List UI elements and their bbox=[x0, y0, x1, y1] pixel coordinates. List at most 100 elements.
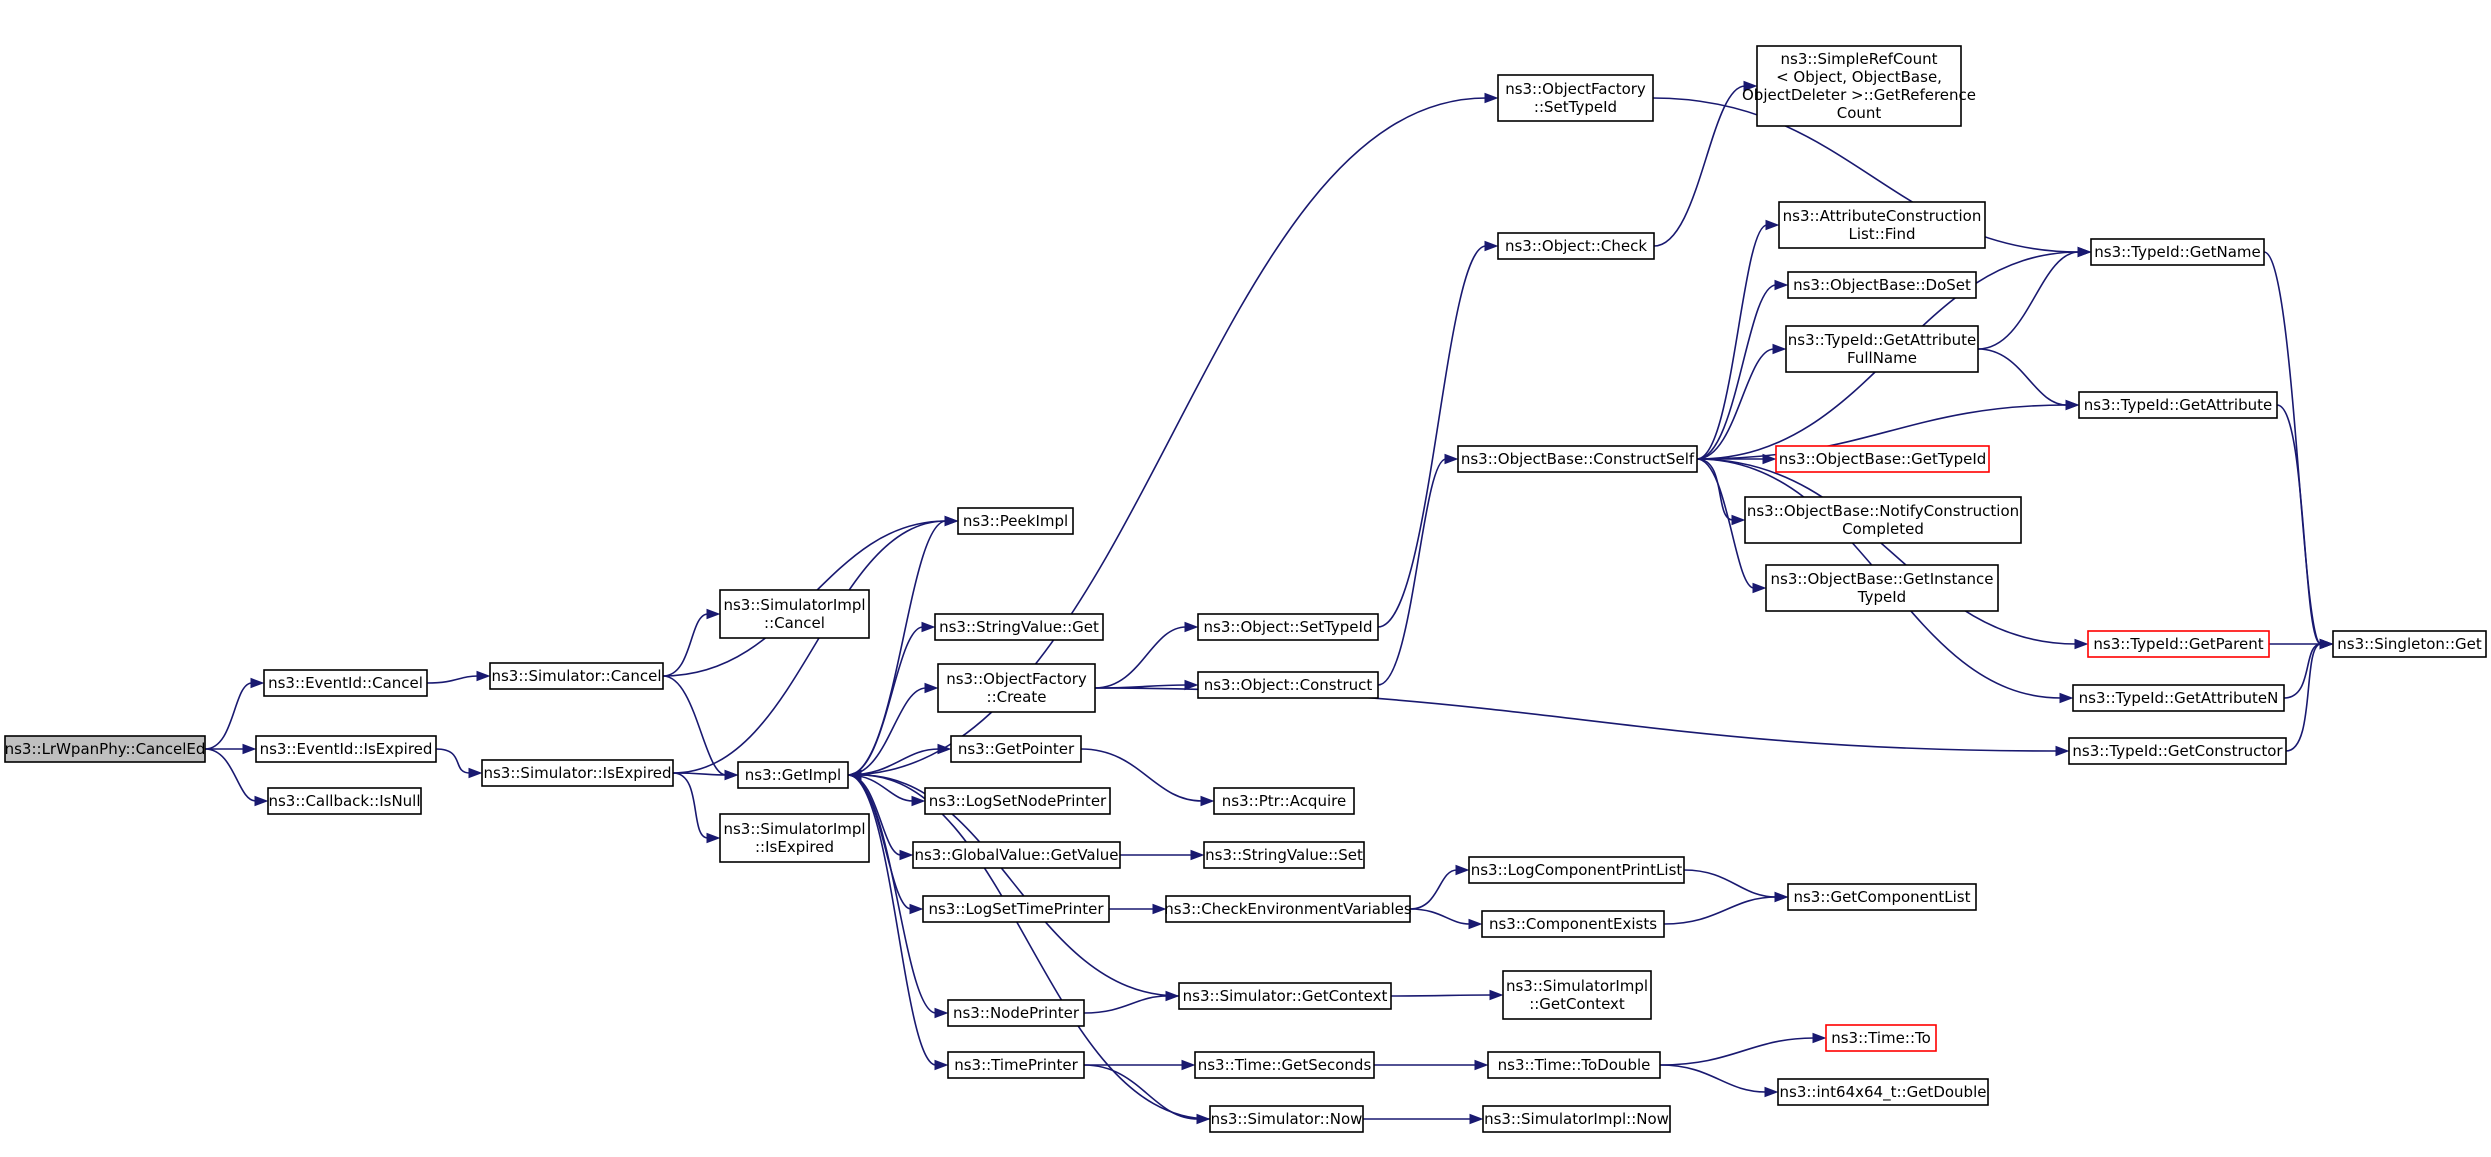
edge-n1-to-n4 bbox=[426, 670, 491, 684]
graph-node-n21[interactable]: ns3::Ptr::Acquire bbox=[1213, 787, 1355, 815]
graph-node-n11[interactable]: ns3::ObjectFactory::Create bbox=[937, 663, 1096, 713]
node-label-line: ::Create bbox=[987, 688, 1047, 706]
node-label-line: ns3::Simulator::IsExpired bbox=[483, 764, 671, 782]
node-label-line: ns3::SimulatorImpl::Now bbox=[1484, 1110, 1669, 1128]
graph-node-n48[interactable]: ns3::TypeId::GetConstructor bbox=[2068, 737, 2287, 765]
node-box bbox=[1787, 883, 1977, 911]
graph-node-n18[interactable]: ns3::ObjectFactory::SetTypeId bbox=[1497, 74, 1654, 122]
node-layer: ns3::LrWpanPhy::CancelEd ns3::EventId::Ca… bbox=[4, 45, 2487, 1133]
graph-node-n17[interactable]: ns3::TimePrinter bbox=[947, 1051, 1085, 1079]
edge-arrowhead bbox=[2077, 246, 2092, 258]
node-label-line: ns3::GetPointer bbox=[958, 740, 1075, 758]
edge-n4-to-n7 bbox=[662, 675, 739, 781]
graph-node-n15[interactable]: ns3::LogSetTimePrinter bbox=[922, 895, 1110, 923]
edge-line bbox=[1696, 404, 2068, 460]
graph-node-n6[interactable]: ns3::SimulatorImpl::Cancel bbox=[719, 589, 870, 639]
graph-node-n33[interactable]: ns3::SimulatorImpl::Now bbox=[1482, 1105, 1671, 1133]
graph-node-n22[interactable]: ns3::StringValue::Set bbox=[1203, 841, 1365, 869]
graph-node-n7[interactable]: ns3::GetImpl bbox=[737, 761, 849, 789]
node-label-line: ns3::TypeId::GetAttribute bbox=[1788, 331, 1976, 349]
node-label-line: ns3::StringValue::Set bbox=[1205, 846, 1363, 864]
graph-node-n45[interactable]: ns3::TypeId::GetAttribute bbox=[2078, 391, 2278, 419]
graph-node-n3[interactable]: ns3::Callback::IsNull bbox=[267, 787, 422, 815]
node-label-line: ns3::Object::SetTypeId bbox=[1204, 618, 1373, 636]
graph-node-n9[interactable]: ns3::PeekImpl bbox=[957, 507, 1074, 535]
graph-node-n5[interactable]: ns3::Simulator::IsExpired bbox=[481, 759, 674, 787]
edge-line bbox=[1696, 458, 1734, 521]
edge-line bbox=[672, 520, 947, 774]
graph-node-n28[interactable]: ns3::ObjectBase::ConstructSelf bbox=[1457, 445, 1698, 473]
graph-node-n25[interactable]: ns3::Time::GetSeconds bbox=[1194, 1051, 1375, 1079]
graph-node-n38[interactable]: ns3::ObjectBase::GetTypeId bbox=[1775, 445, 1990, 473]
edge-n28-to-n40 bbox=[1696, 458, 1767, 594]
graph-node-n29[interactable]: ns3::LogComponentPrintList bbox=[1468, 856, 1685, 884]
graph-node-n10[interactable]: ns3::StringValue::Get bbox=[934, 613, 1104, 641]
graph-node-n14[interactable]: ns3::GlobalValue::GetValue bbox=[912, 841, 1121, 869]
edge-n30-to-n41 bbox=[1663, 891, 1789, 925]
edge-arrowhead bbox=[1152, 903, 1167, 915]
node-label-line: ns3::ObjectBase::GetInstance bbox=[1771, 570, 1994, 588]
node-label-line: ns3::CheckEnvironmentVariables bbox=[1164, 900, 1412, 918]
graph-node-n19[interactable]: ns3::Object::SetTypeId bbox=[1197, 613, 1379, 641]
edge-line bbox=[847, 520, 947, 776]
graph-node-n2[interactable]: ns3::EventId::IsExpired bbox=[255, 735, 437, 763]
node-label-line: ns3::TypeId::GetConstructor bbox=[2072, 742, 2283, 760]
edge-arrowhead bbox=[1489, 989, 1504, 1001]
node-label-line: ns3::GetComponentList bbox=[1793, 888, 1970, 906]
graph-node-n8[interactable]: ns3::SimulatorImpl::IsExpired bbox=[719, 813, 870, 863]
node-box bbox=[2072, 684, 2285, 712]
edge-arrowhead bbox=[1774, 279, 1789, 291]
graph-node-n44[interactable]: ns3::TypeId::GetName bbox=[2090, 238, 2265, 266]
graph-node-n49[interactable]: ns3::Singleton::Get bbox=[2332, 630, 2487, 658]
graph-node-n4[interactable]: ns3::Simulator::Cancel bbox=[489, 662, 664, 690]
node-box bbox=[255, 735, 437, 763]
node-label-line: ns3::Callback::IsNull bbox=[268, 792, 420, 810]
edge-n17-to-n25 bbox=[1084, 1059, 1196, 1071]
graph-node-n32[interactable]: ns3::Time::ToDouble bbox=[1487, 1051, 1661, 1079]
node-label-line: ns3::Simulator::Now bbox=[1211, 1110, 1363, 1128]
edge-n28-to-n37 bbox=[1696, 343, 1787, 460]
graph-node-n30[interactable]: ns3::ComponentExists bbox=[1481, 910, 1665, 938]
graph-node-n36[interactable]: ns3::ObjectBase::DoSet bbox=[1787, 271, 1977, 299]
graph-node-n1[interactable]: ns3::EventId::Cancel bbox=[263, 669, 428, 697]
edge-n15-to-n23 bbox=[1108, 903, 1167, 915]
node-label-line: ns3::Singleton::Get bbox=[2337, 635, 2482, 653]
edge-n32-to-n42 bbox=[1659, 1032, 1827, 1066]
graph-node-n31[interactable]: ns3::SimulatorImpl::GetContext bbox=[1502, 970, 1652, 1020]
graph-node-n13[interactable]: ns3::LogSetNodePrinter bbox=[924, 787, 1111, 815]
edge-arrowhead bbox=[1474, 1059, 1489, 1071]
node-label-line: FullName bbox=[1847, 349, 1917, 367]
graph-node-n24[interactable]: ns3::Simulator::GetContext bbox=[1178, 982, 1392, 1010]
graph-node-n47[interactable]: ns3::TypeId::GetAttributeN bbox=[2072, 684, 2285, 712]
edge-arrowhead bbox=[1200, 795, 1215, 807]
graph-node-n43[interactable]: ns3::int64x64_t::GetDouble bbox=[1777, 1078, 1989, 1106]
node-label-line: ns3::ObjectFactory bbox=[1505, 80, 1646, 98]
graph-node-n26[interactable]: ns3::Simulator::Now bbox=[1209, 1105, 1364, 1133]
edge-line bbox=[1083, 995, 1168, 1014]
edge-line bbox=[1977, 251, 2080, 350]
graph-node-n16[interactable]: ns3::NodePrinter bbox=[947, 999, 1085, 1027]
edge-line bbox=[1659, 1064, 1767, 1093]
graph-node-n0[interactable]: ns3::LrWpanPhy::CancelEd bbox=[4, 735, 206, 763]
edge-line bbox=[1377, 458, 1447, 686]
graph-node-n27[interactable]: ns3::Object::Check bbox=[1497, 232, 1655, 260]
graph-node-n34[interactable]: ns3::SimpleRefCount< Object, ObjectBase,… bbox=[1742, 45, 1976, 127]
edge-n7-to-n11 bbox=[847, 682, 939, 776]
graph-node-n20[interactable]: ns3::Object::Construct bbox=[1197, 671, 1379, 699]
graph-node-n41[interactable]: ns3::GetComponentList bbox=[1787, 883, 1977, 911]
node-box bbox=[934, 613, 1104, 641]
graph-node-n23[interactable]: ns3::CheckEnvironmentVariables bbox=[1164, 895, 1412, 923]
edge-arrowhead bbox=[2055, 745, 2070, 757]
graph-node-n42[interactable]: ns3::Time::To bbox=[1825, 1024, 1937, 1052]
graph-node-n12[interactable]: ns3::GetPointer bbox=[950, 735, 1082, 763]
node-label-line: ns3::LrWpanPhy::CancelEd bbox=[5, 740, 206, 758]
graph-node-n46[interactable]: ns3::TypeId::GetParent bbox=[2087, 630, 2270, 658]
graph-node-n39[interactable]: ns3::ObjectBase::NotifyConstructionCompl… bbox=[1744, 496, 2022, 544]
edge-arrowhead bbox=[1765, 219, 1780, 231]
edge-arrowhead bbox=[2059, 692, 2074, 704]
edge-arrowhead bbox=[1469, 1113, 1484, 1125]
node-label-line: ns3::SimulatorImpl bbox=[723, 820, 865, 838]
